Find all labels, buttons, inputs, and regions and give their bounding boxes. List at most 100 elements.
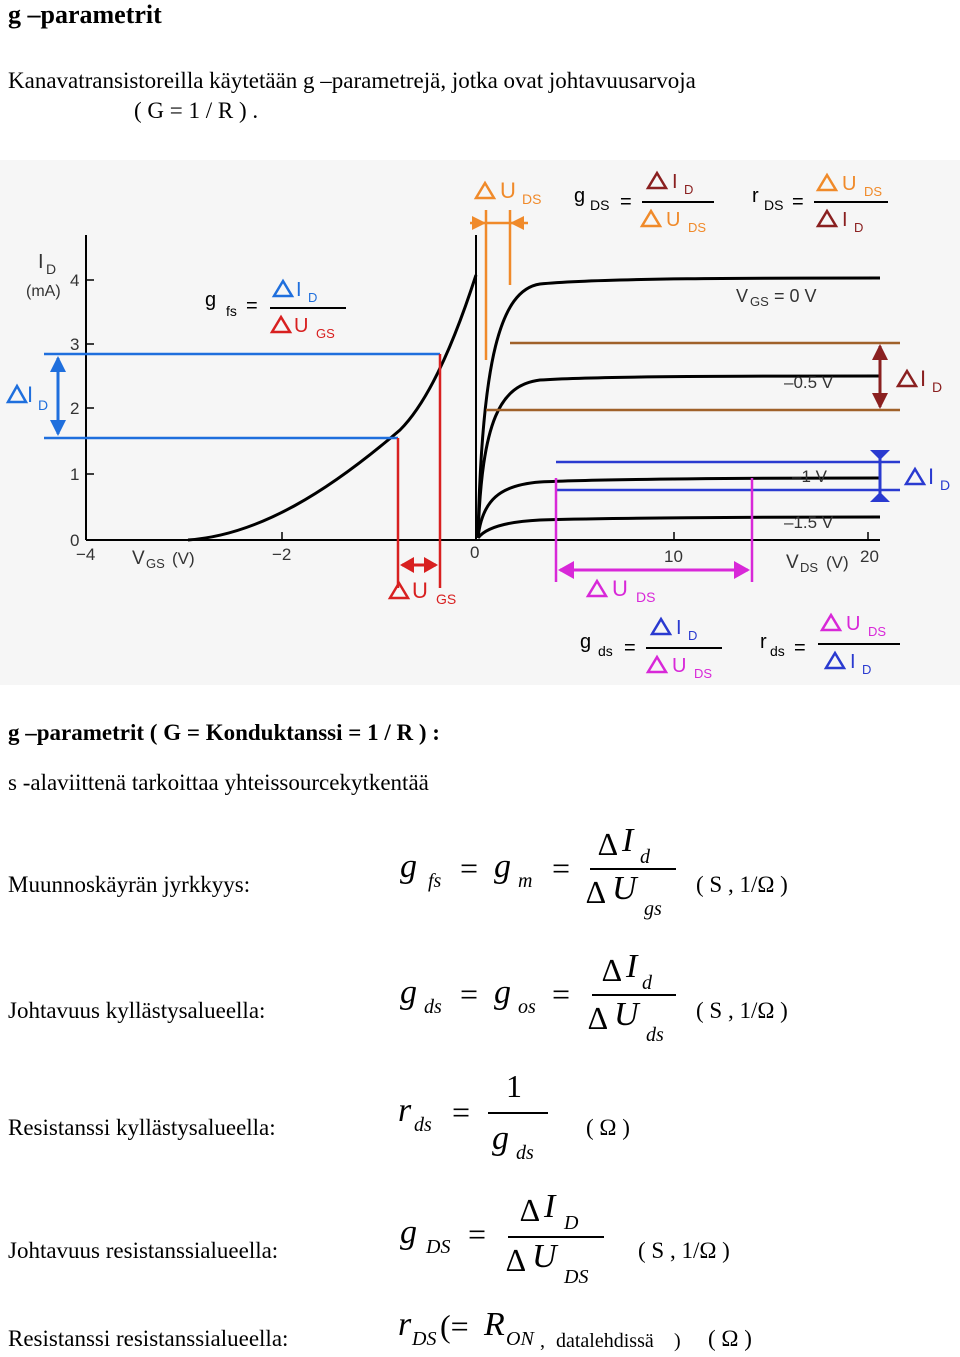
- row2-eq2: =: [552, 976, 571, 1012]
- brown-arrow-down: [872, 393, 888, 409]
- fig-gds-delta-num: [649, 616, 673, 636]
- fig-rDS-delta-den: [815, 208, 839, 228]
- orange-label-U: U: [500, 178, 516, 203]
- fet-characteristics-figure: 4 3 2 1 0 I D (mA) −4 −2 0 V GS (V) 10 2…: [0, 160, 960, 685]
- row4-den: U: [532, 1238, 557, 1275]
- delta-icon-blue: [5, 383, 29, 404]
- darkblue-arrow-bottom: [870, 492, 890, 502]
- row1-mid-sub: m: [518, 870, 533, 892]
- curve-label-vgs0-GS: GS: [750, 294, 769, 309]
- row3-num: 1: [506, 1068, 522, 1104]
- x-tick-minus4: −4: [76, 545, 95, 564]
- row1-num-delta: ∆: [598, 826, 618, 862]
- red-label-U: U: [412, 578, 428, 603]
- row2-mid-sub: os: [518, 996, 536, 1018]
- delta-icon-brown: [895, 368, 919, 388]
- fig-rds-r: r: [760, 631, 767, 653]
- fig-gds-delta-den: [645, 654, 669, 674]
- row1-fraction-line: [590, 868, 676, 870]
- fig-gfs-sub: fs: [226, 303, 237, 319]
- x-label-vgs-unit: (V): [172, 549, 195, 568]
- row4-unit: ( S , 1/Ω ): [638, 1238, 730, 1263]
- blue-label-D: D: [38, 397, 48, 413]
- fig-gDS-eq: =: [620, 191, 632, 213]
- fig-gDS-den-DS: DS: [688, 220, 706, 235]
- y-axis-label-D: D: [46, 261, 56, 277]
- row3-eq1: =: [452, 1094, 471, 1130]
- row3-lhs: r: [398, 1092, 412, 1129]
- curve-label-vgs0-value: = 0 V: [774, 286, 817, 306]
- fig-rds-den-D: D: [862, 662, 871, 677]
- magenta-label-DS: DS: [636, 589, 655, 605]
- row4-lhs-sub: DS: [426, 1236, 451, 1258]
- darkblue-arrow-top: [870, 450, 890, 460]
- row2-lhs: g: [400, 974, 417, 1011]
- fig-rDS-delta-num: [815, 172, 839, 192]
- orange-label-DS: DS: [522, 191, 541, 207]
- orange-arrow-head-left: [472, 216, 486, 230]
- delta-icon-darkblue: [903, 466, 927, 486]
- x-label-vds-unit: (V): [826, 553, 849, 572]
- fig-rds-eq: =: [794, 637, 806, 659]
- row2-unit: ( S , 1/Ω ): [696, 998, 788, 1023]
- brown-label-I: I: [920, 366, 926, 391]
- row3-den: g: [492, 1120, 509, 1157]
- curve-label-minus15: –1.5 V: [784, 513, 834, 532]
- fig-gds-num-D: D: [688, 628, 697, 643]
- delta-icon-orange: [473, 180, 497, 200]
- x-label-vgs-GS: GS: [146, 556, 165, 571]
- row5-lhs-sub: DS: [412, 1328, 437, 1350]
- fig-rDS-r: r: [752, 185, 759, 207]
- row5-lhs: r: [398, 1306, 412, 1343]
- fig-gfs-eq: =: [246, 295, 258, 317]
- y-tick-1: 1: [70, 465, 79, 484]
- row3-unit: ( Ω ): [586, 1115, 630, 1140]
- fig-gfs-g: g: [205, 289, 216, 311]
- y-tick-4: 4: [70, 271, 79, 290]
- fig-gfs-num-D: D: [308, 290, 317, 305]
- delta-icon-red: [387, 580, 411, 600]
- blue-label-I: I: [27, 382, 33, 407]
- curve-label-minus1: –1 V: [792, 467, 828, 486]
- row2-label: Johtavuus kyllästysalueella:: [8, 998, 266, 1023]
- output-curve-minus05: [476, 374, 881, 537]
- row1-label: Muunnoskäyrän jyrkkyys:: [8, 872, 251, 897]
- row2-den-sub: ds: [646, 1024, 664, 1046]
- row3-den-sub: ds: [516, 1142, 534, 1164]
- fig-rds-sub: ds: [770, 643, 785, 659]
- row3-label: Resistanssi kyllästysalueella:: [8, 1115, 276, 1140]
- row4-num-sub: D: [564, 1212, 579, 1234]
- row5-mid-sub: ON: [506, 1328, 534, 1350]
- red-arrow-left: [400, 557, 414, 573]
- curve-label-vgs0-V: V: [736, 286, 748, 306]
- fig-gDS-g: g: [574, 185, 585, 207]
- curve-label-minus05: –0.5 V: [784, 373, 834, 392]
- row4-num: I: [544, 1188, 556, 1225]
- fig-gds-den-DS: DS: [694, 666, 712, 681]
- fig-rDS-eq: =: [792, 191, 804, 213]
- intro-text: Kanavatransistoreilla käytetään g –param…: [8, 68, 696, 93]
- fig-gds-eq: =: [624, 637, 636, 659]
- output-curve-vgs0: [476, 276, 881, 537]
- left-y-ticks: [86, 279, 94, 475]
- x-tick-minus2: −2: [272, 545, 291, 564]
- x-tick-0: 0: [470, 543, 479, 562]
- row5-unit: ( Ω ): [708, 1326, 752, 1351]
- brown-arrow-up: [872, 344, 888, 360]
- row3-fraction-line: [488, 1112, 548, 1114]
- row4-num-delta: ∆: [520, 1192, 540, 1228]
- y-tick-0: 0: [70, 531, 79, 550]
- y-axis-label-I: I: [38, 251, 44, 273]
- row4-lhs: g: [400, 1214, 417, 1251]
- fig-gfs-den-GS: GS: [316, 326, 335, 341]
- darkblue-label-I: I: [928, 464, 934, 489]
- y-axis-unit: (mA): [26, 283, 61, 300]
- row1-den-sub: gs: [644, 898, 662, 920]
- row1-num-sub: d: [640, 846, 650, 868]
- row5-comma: ,: [540, 1330, 545, 1352]
- fig-rDS-num-DS: DS: [864, 184, 882, 199]
- row3-lhs-sub: ds: [414, 1114, 432, 1136]
- fig-gfs-delta-num: [271, 278, 295, 298]
- row2-den-delta: ∆: [588, 1000, 608, 1036]
- fig-gDS-delta-num: [645, 170, 669, 190]
